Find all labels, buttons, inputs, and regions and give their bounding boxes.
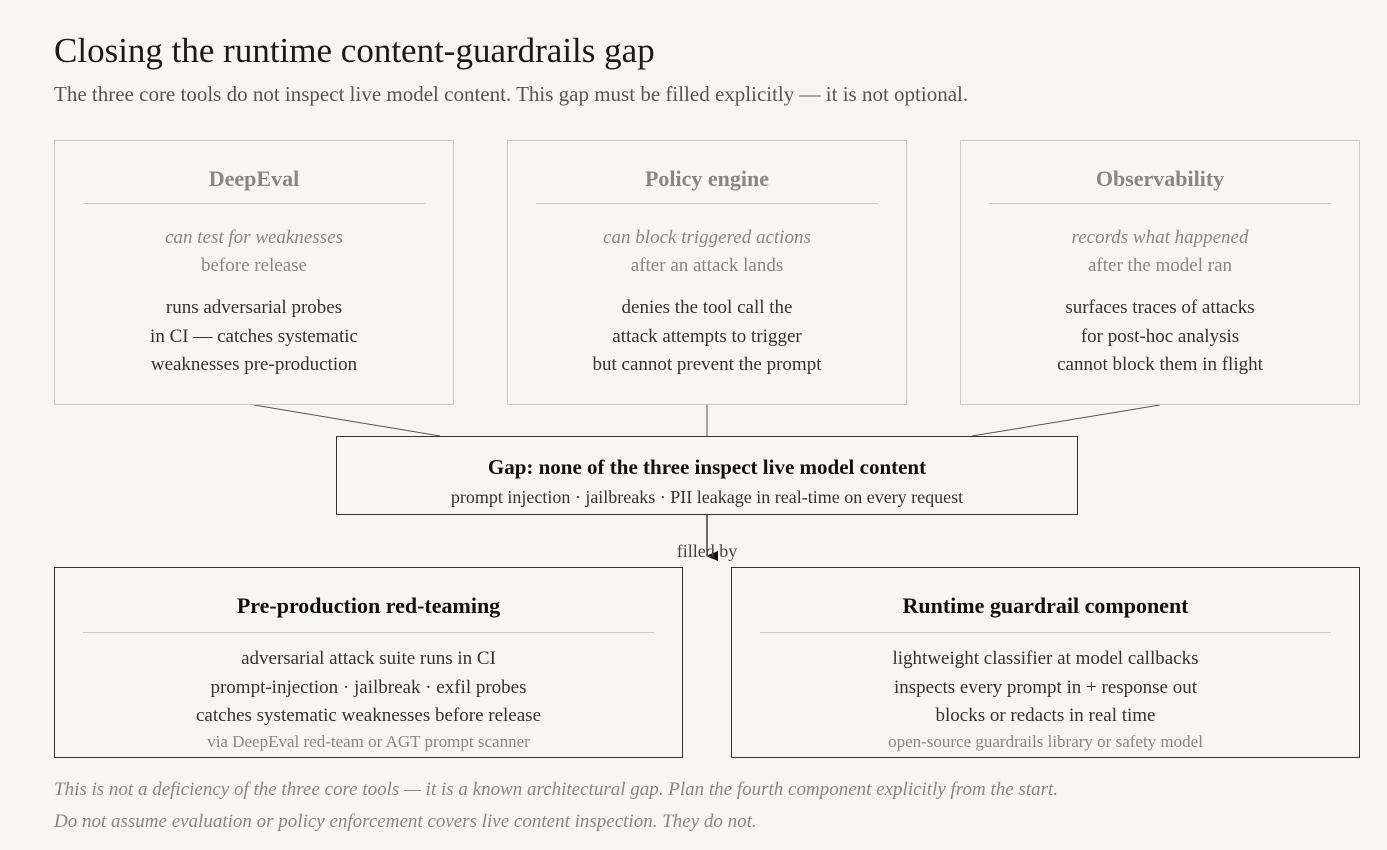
tool-description: surfaces traces of attacks for post-hoc …: [961, 294, 1359, 380]
tool-capability: can test for weaknesses: [165, 227, 343, 248]
tool-timing: before release: [200, 255, 307, 276]
connector-observability-to-gap: [971, 404, 1161, 437]
tool-description: denies the tool call the attack attempts…: [508, 294, 906, 380]
tool-description-line: attack attempts to trigger: [612, 325, 802, 347]
gap-detail: prompt injection · jailbreaks · PII leak…: [450, 487, 964, 507]
component-via: open-source guardrails library or safety…: [888, 731, 1203, 751]
tool-card-deepeval: DeepEval can test for weaknesses before …: [54, 140, 454, 405]
tool-capability: can block triggered actions: [603, 227, 811, 248]
tool-name: Observability: [989, 165, 1331, 204]
component-description-line: adversarial attack suite runs in CI: [241, 648, 496, 669]
component-card-runtime-guardrail: Runtime guardrail component lightweight …: [731, 567, 1360, 758]
footnote-do-not-assume: Do not assume evaluation or policy enfor…: [54, 811, 757, 832]
connector-deepeval-to-gap: [253, 404, 441, 437]
page-title: Closing the runtime content-guardrails g…: [54, 31, 655, 70]
tool-name: Policy engine: [536, 165, 878, 204]
tool-timing: after an attack lands: [630, 255, 784, 276]
tool-card-policy-engine: Policy engine can block triggered action…: [507, 140, 907, 405]
tool-description-line: in CI — catches systematic: [150, 325, 358, 347]
tool-card-observability: Observability records what happened afte…: [960, 140, 1360, 405]
component-description-line: lightweight classifier at model callback…: [892, 648, 1199, 669]
component-card-red-teaming: Pre-production red-teaming adversarial a…: [54, 567, 683, 758]
component-description-line: catches systematic weaknesses before rel…: [196, 705, 541, 726]
component-via: via DeepEval red-team or AGT prompt scan…: [207, 731, 530, 751]
component-description-line: blocks or redacts in real time: [935, 705, 1156, 726]
tool-capability: records what happened: [1071, 227, 1249, 248]
tool-description-line: surfaces traces of attacks: [1065, 297, 1255, 318]
connector-label: filled by: [676, 541, 738, 561]
tool-description-line: denies the tool call the: [621, 297, 793, 318]
tool-description-line: runs adversarial probes: [165, 297, 343, 318]
component-description-line: prompt-injection · jailbreak · exfil pro…: [210, 676, 527, 698]
footnote-architectural-gap: This is not a deficiency of the three co…: [54, 779, 1059, 800]
component-name: Pre-production red-teaming: [83, 592, 654, 633]
tool-description: runs adversarial probes in CI — catches …: [55, 294, 453, 380]
tool-description-line: for post-hoc analysis: [1080, 325, 1240, 347]
gap-box: Gap: none of the three inspect live mode…: [336, 436, 1078, 515]
gap-title: Gap: none of the three inspect live mode…: [487, 455, 927, 479]
tool-description-line: but cannot prevent the prompt: [592, 354, 822, 375]
component-description: adversarial attack suite runs in CI prom…: [55, 645, 682, 753]
tool-description-line: weaknesses pre-production: [150, 354, 358, 375]
tool-timing: after the model ran: [1087, 255, 1232, 276]
component-description-line: inspects every prompt in + response out: [893, 676, 1198, 698]
page-subtitle: The three core tools do not inspect live…: [54, 82, 969, 106]
tool-description-line: cannot block them in flight: [1057, 354, 1263, 375]
tool-name: DeepEval: [83, 165, 425, 204]
component-description: lightweight classifier at model callback…: [732, 645, 1359, 753]
component-name: Runtime guardrail component: [760, 592, 1331, 633]
